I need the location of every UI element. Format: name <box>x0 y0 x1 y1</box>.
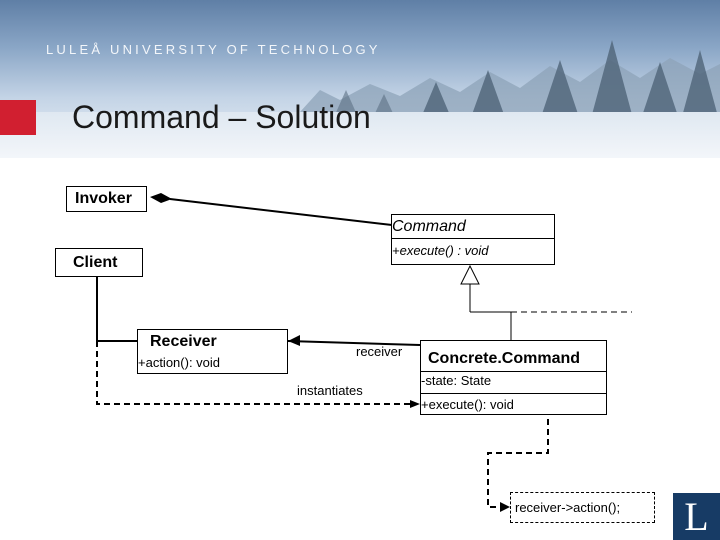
note-arrow-icon <box>500 502 510 512</box>
accent-square <box>0 100 36 135</box>
command-divider <box>392 238 554 239</box>
command-class: Command +execute() : void <box>391 214 555 265</box>
page-title: Command – Solution <box>72 99 371 135</box>
concrete-command-divider-2 <box>421 393 606 394</box>
concrete-command-label: Concrete.Command <box>428 350 581 367</box>
invoker-label: Invoker <box>75 190 132 207</box>
client-label: Client <box>73 254 118 271</box>
receiver-arrow-icon <box>288 335 300 346</box>
instantiates-arrow-icon <box>410 400 420 408</box>
university-name: LULEÅ UNIVERSITY OF TECHNOLOGY <box>46 42 381 57</box>
inheritance-triangle-icon <box>460 264 480 285</box>
concrete-receiver-link <box>287 340 421 346</box>
client-concrete-link <box>96 341 412 405</box>
header-banner <box>0 0 720 158</box>
invoker-class: Invoker <box>66 186 147 212</box>
command-label: Command <box>392 218 466 235</box>
concrete-command-state-attribute: -state: State <box>421 373 492 388</box>
aggregation-diamond-icon <box>150 193 172 203</box>
university-logo: L <box>673 493 720 540</box>
instantiates-label: instantiates <box>297 383 363 398</box>
client-receiver-link <box>96 277 137 342</box>
receiver-role-label: receiver <box>356 344 403 359</box>
command-execute-method: +execute() : void <box>392 243 489 258</box>
code-note: receiver->action(); <box>510 492 655 523</box>
concrete-command-class: Concrete.Command -state: State +execute(… <box>420 340 607 415</box>
receiver-class: Receiver +action(): void <box>137 329 288 374</box>
receiver-action-method: +action(): void <box>138 355 221 370</box>
receiver-label: Receiver <box>150 333 217 350</box>
client-class: Client <box>55 248 143 277</box>
concrete-command-execute-method: +execute(): void <box>421 397 514 412</box>
concrete-command-divider-1 <box>421 371 606 372</box>
invoker-command-link <box>169 198 393 226</box>
snow-ground <box>0 112 720 158</box>
code-note-text: receiver->action(); <box>515 500 621 515</box>
